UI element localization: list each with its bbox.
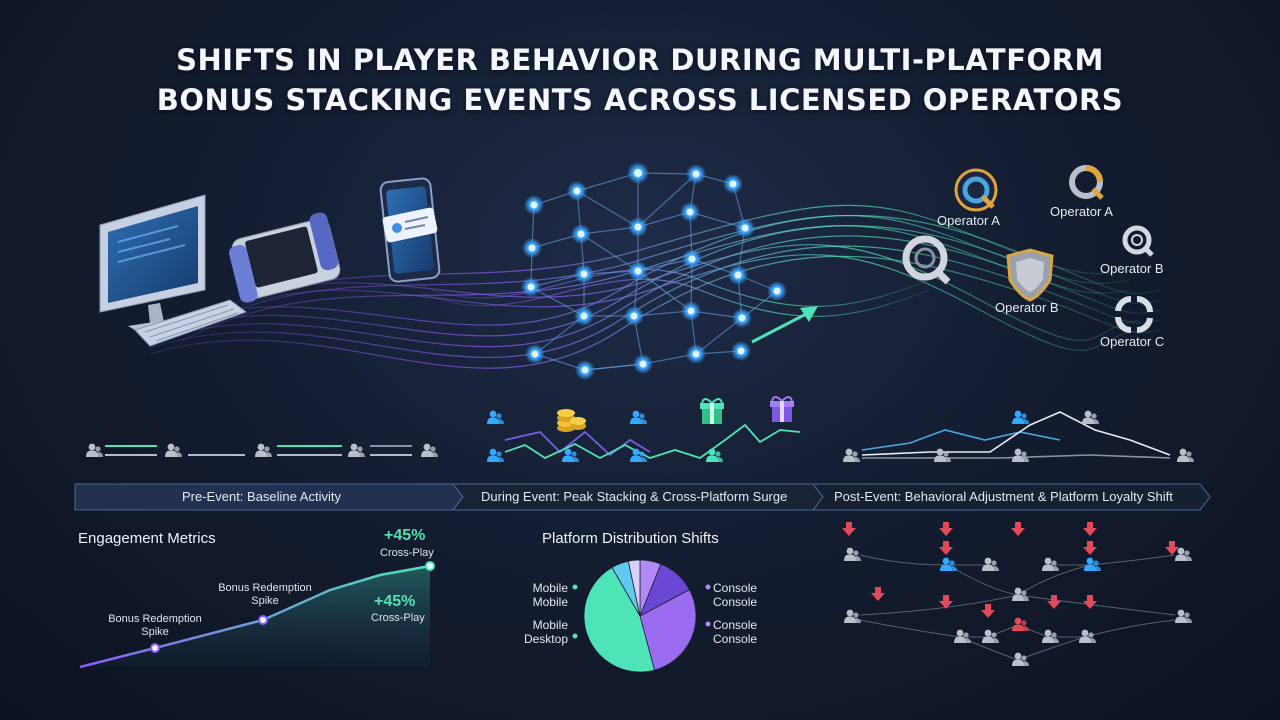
user-icon — [348, 443, 365, 457]
user-icon — [844, 547, 861, 561]
phase-timeline-banner — [74, 483, 1211, 511]
user-icon — [630, 410, 647, 424]
cross-play-top-value: +45% — [384, 527, 426, 544]
user-icon — [982, 629, 999, 643]
operator-label-a-1: Operator A — [937, 213, 1000, 228]
user-icon — [630, 448, 647, 462]
cross-play-top-label: Cross-Play — [380, 547, 434, 559]
handheld-console-icon — [229, 212, 341, 303]
legend-right-1-line1: Console — [713, 581, 758, 595]
platform-pie-chart — [583, 559, 697, 673]
pie-slice-mobile — [583, 566, 655, 673]
phase-post-event-label: Post-Event: Behavioral Adjustment & Plat… — [834, 489, 1173, 504]
user-icon — [165, 443, 182, 457]
user-icon — [86, 443, 103, 457]
operator-logo-b-icon — [1122, 225, 1154, 257]
downward-alert-arrows — [842, 522, 1179, 618]
gift-icon-teal — [700, 398, 724, 424]
legend-right-2-line2: Console — [713, 632, 758, 646]
user-icon — [255, 443, 272, 457]
gift-icon-purple — [770, 396, 794, 422]
legend-right-2: Console Console — [713, 618, 757, 646]
user-icon — [487, 410, 504, 424]
user-icon — [844, 609, 861, 623]
cross-play-mid-value: +45% — [374, 593, 416, 610]
user-icon — [934, 448, 951, 462]
legend-left-2-line1: Mobile — [532, 618, 568, 632]
user-icon — [982, 557, 999, 571]
legend-left-2-line2: Desktop — [523, 632, 568, 646]
user-icon — [940, 557, 957, 571]
user-icon — [1042, 557, 1059, 571]
operator-logo-c-icon — [1115, 295, 1153, 334]
title-line-1: SHIFTS IN PLAYER BEHAVIOR DURING MULTI-P… — [176, 43, 1104, 77]
operator-logo-large-icon — [902, 235, 951, 285]
user-icon — [487, 448, 504, 462]
legend-right-1-line2: Console — [713, 595, 758, 609]
operator-logo-a-icon — [954, 168, 998, 212]
pie-legend-dots — [572, 584, 711, 639]
pie-slice-other — [627, 559, 641, 617]
legend-right-1: Console Console — [713, 581, 757, 609]
user-icon — [706, 448, 723, 462]
peak-marker — [425, 561, 435, 571]
user-icon — [1042, 629, 1059, 643]
spike-marker-lower — [150, 643, 160, 653]
title-line-2: BONUS STACKING EVENTS ACROSS LICENSED OP… — [156, 83, 1124, 117]
user-icon — [1175, 609, 1192, 623]
user-icon — [1177, 448, 1194, 462]
operator-label-a-2: Operator A — [1050, 204, 1113, 219]
operator-label-b-1: Operator B — [995, 300, 1059, 315]
legend-left-1-line1: Mobile — [532, 581, 568, 595]
user-icon — [1175, 547, 1192, 561]
pre-event-activity-lines — [105, 445, 412, 456]
user-icon — [1079, 629, 1096, 643]
legend-right-2-line1: Console — [713, 618, 758, 632]
engagement-metrics-title: Engagement Metrics — [78, 530, 216, 547]
network-nodes — [521, 162, 787, 380]
pie-slice-console — [639, 589, 697, 671]
engagement-chart — [79, 561, 435, 669]
user-icon — [421, 443, 438, 457]
coin-stack-icon — [557, 409, 586, 432]
legend-left-1: Mobile Mobile — [508, 581, 568, 609]
user-icon — [1012, 587, 1029, 601]
user-icon — [843, 448, 860, 462]
desktop-computer-icon — [99, 194, 248, 347]
legend-left-1-line2: Mobile — [532, 595, 568, 609]
user-icon — [1084, 557, 1101, 571]
page-title: SHIFTS IN PLAYER BEHAVIOR DURING MULTI-P… — [0, 40, 1280, 120]
user-icon — [562, 448, 579, 462]
spike-marker-upper — [258, 615, 268, 625]
bonus-redemption-spike-upper: Bonus Redemption Spike — [218, 582, 312, 607]
smartphone-icon — [379, 177, 441, 283]
growth-arrow-icon — [751, 306, 818, 344]
platform-distribution-title: Platform Distribution Shifts — [542, 530, 719, 547]
operator-label-c: Operator C — [1100, 334, 1165, 349]
bonus-redemption-spike-lower: Bonus Redemption Spike — [108, 613, 202, 638]
user-icon — [1012, 617, 1029, 631]
cross-play-mid-label: Cross-Play — [371, 612, 425, 624]
legend-left-2: Mobile Desktop — [508, 618, 568, 646]
operator-label-b-2: Operator B — [1100, 261, 1164, 276]
user-icon — [1012, 410, 1029, 424]
user-icon — [1012, 448, 1029, 462]
user-icon — [1012, 652, 1029, 666]
during-event-spike-lines — [504, 423, 801, 460]
phase-during-event-label: During Event: Peak Stacking & Cross-Plat… — [481, 489, 788, 504]
operator-logo-a2-icon — [1069, 165, 1104, 200]
user-icon — [954, 629, 971, 643]
phase-pre-event-label: Pre-Event: Baseline Activity — [182, 489, 341, 504]
operator-shield-b-icon — [1006, 248, 1054, 302]
user-icon — [1082, 410, 1099, 424]
